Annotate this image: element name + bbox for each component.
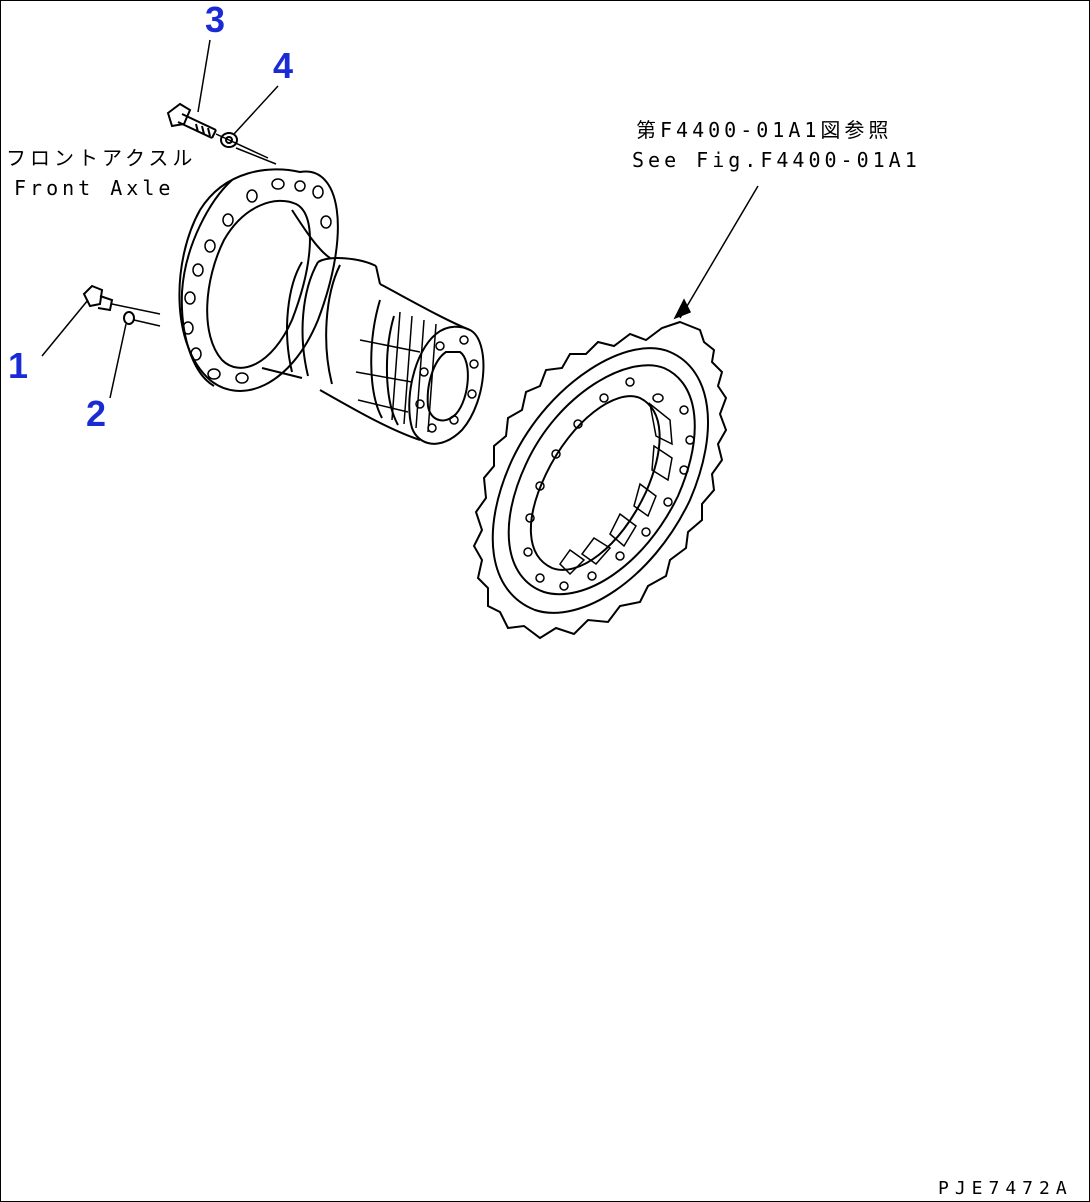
ring-gear-part <box>472 320 728 640</box>
callout-2: 2 <box>86 393 107 434</box>
bolt-part <box>166 102 217 139</box>
plug-part <box>82 284 114 312</box>
axle-hub-part <box>178 168 485 445</box>
washer-part <box>220 132 238 148</box>
callout-4: 4 <box>273 45 294 86</box>
see-fig-label-jp: 第F4400-01A1図参照 <box>636 118 893 142</box>
front-axle-label-jp: フロントアクスル <box>6 146 197 170</box>
drawing-code: PJE7472A <box>938 1178 1073 1199</box>
leader-lines <box>41 39 759 399</box>
front-axle-label-en: Front Axle <box>14 176 175 200</box>
assembly-lines <box>111 133 277 327</box>
o-ring-part <box>123 311 135 325</box>
callout-1: 1 <box>8 345 29 386</box>
callout-3: 3 <box>205 0 226 40</box>
see-fig-label-en: See Fig.F4400-01A1 <box>632 148 921 172</box>
